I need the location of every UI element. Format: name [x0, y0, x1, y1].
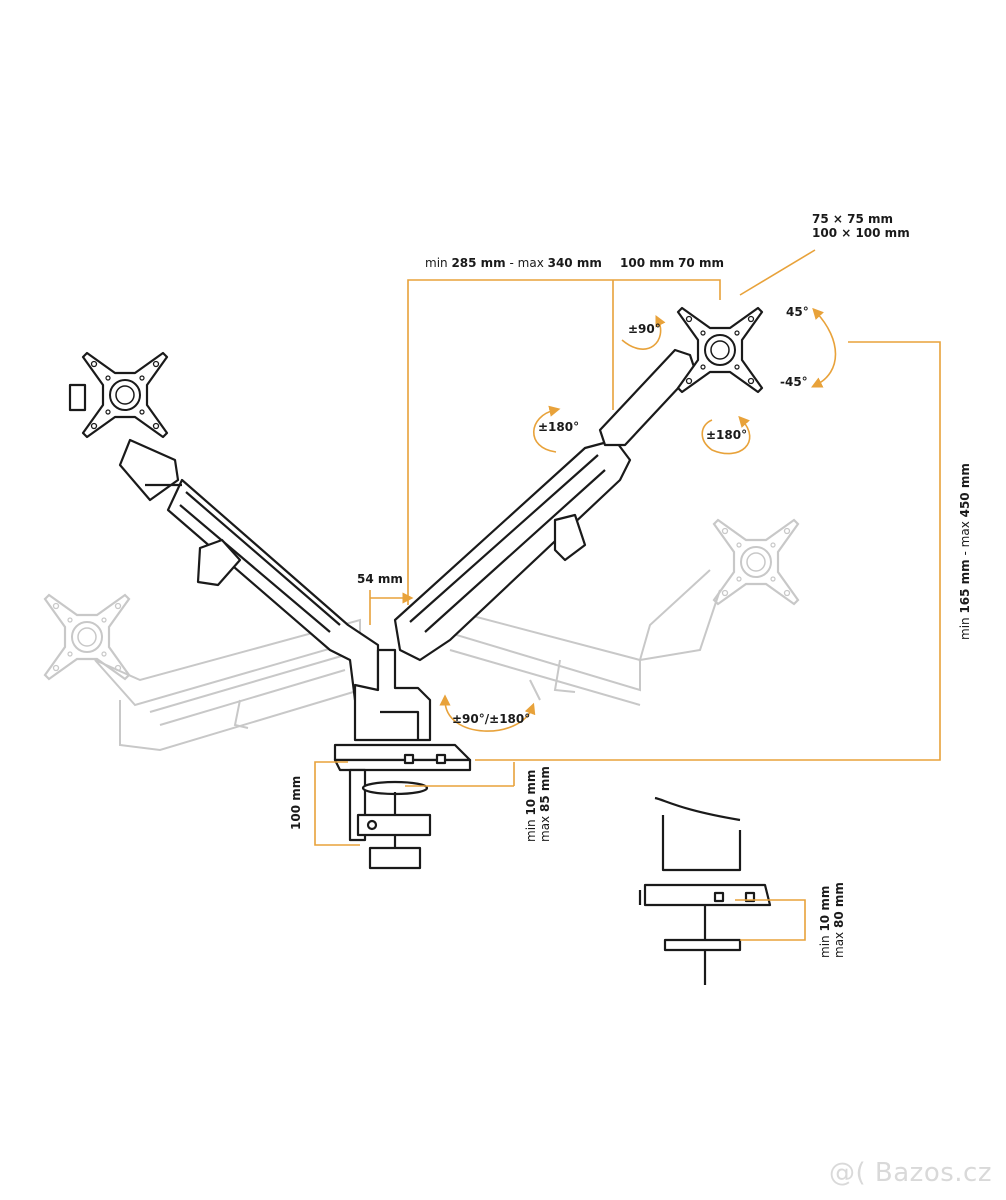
- main-arms: [68, 306, 772, 985]
- head-swivel-label: ±90°: [628, 322, 661, 336]
- height-label: min 165 mm - max 450 mm: [958, 463, 972, 640]
- vesa-offset-label: 100 mm 70 mm: [620, 256, 724, 270]
- clamp-depth-label: 100 mm: [289, 775, 303, 830]
- tilt-up-label: 45°: [786, 305, 809, 319]
- pole-offset-label: 54 mm: [357, 572, 403, 586]
- watermark: @( Bazos.cz: [829, 1158, 992, 1188]
- arm-reach-label: min 285 mm - max 340 mm: [425, 256, 602, 270]
- tilt-down-label: -45°: [780, 375, 808, 389]
- dimension-lines: [314, 249, 941, 941]
- screen-rotate-label: ±180°: [706, 428, 748, 442]
- arm-swivel-label: ±180°: [538, 420, 580, 434]
- base-swivel-label: ±90°/±180°: [452, 712, 531, 726]
- ghost-arms: [43, 518, 800, 752]
